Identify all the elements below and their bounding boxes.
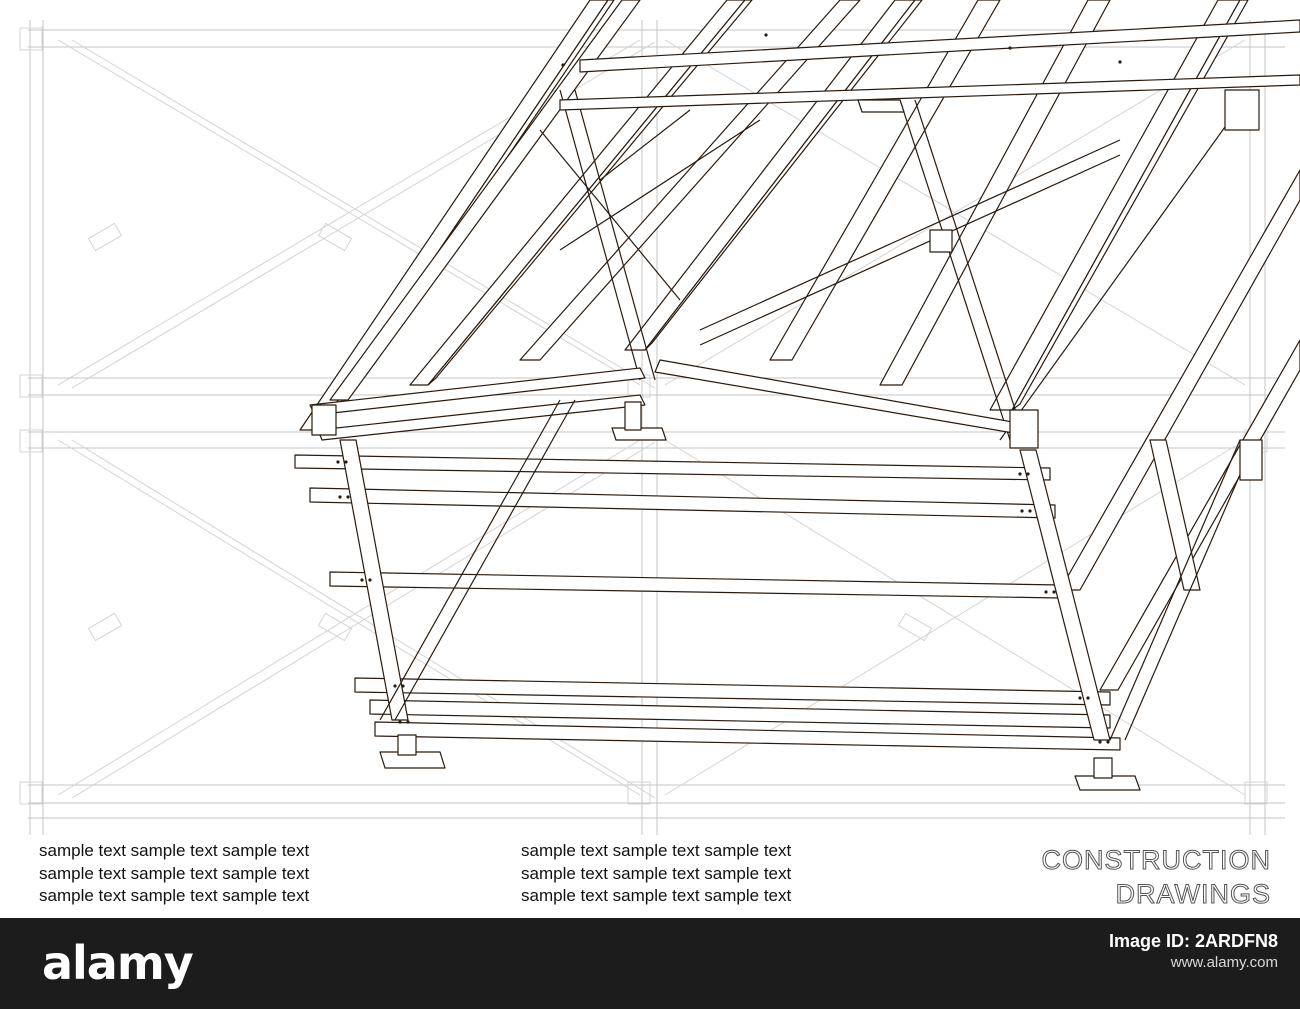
drawing-sheet: sample text sample text sample text samp… (19, 0, 1300, 911)
roof-truss-illustration (19, 0, 1300, 835)
sample-text-line: sample text sample text sample text (39, 886, 310, 905)
stock-footer-bar (0, 918, 1300, 1009)
drawing-title: CONSTRUCTION DRAWINGS (1041, 843, 1272, 911)
sample-text-line: sample text sample text sample text (521, 863, 792, 883)
sample-text-line: sample text sample text sample text (521, 841, 792, 860)
alamy-logo[interactable]: alamy (42, 936, 194, 990)
title-line-construction: CONSTRUCTION (1041, 845, 1271, 876)
image-meta: Image ID: 2ARDFN8 www.alamy.com (1109, 930, 1278, 974)
bolt-dots (336, 33, 1122, 744)
truss-structure (294, 0, 1300, 791)
image-id-label: Image ID: 2ARDFN8 (1108, 931, 1278, 951)
sample-text-block-middle: sample text sample text sample text samp… (521, 840, 791, 908)
title-line-drawings: DRAWINGS (1115, 879, 1271, 910)
sample-text-block-left: sample text sample text sample text samp… (39, 840, 309, 908)
sample-text-line: sample text sample text sample text (39, 863, 310, 883)
sample-text-line: sample text sample text sample text (39, 841, 310, 860)
sample-text-line: sample text sample text sample text (521, 886, 792, 905)
site-url-link[interactable]: www.alamy.com (1170, 954, 1278, 971)
